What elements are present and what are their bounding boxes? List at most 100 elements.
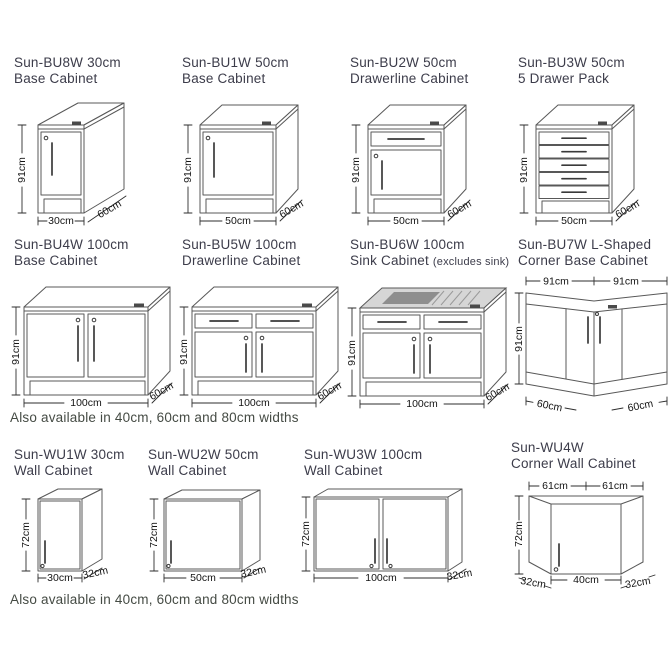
base-availability-note: Also available in 40cm, 60cm and 80cm wi… <box>10 410 299 425</box>
door-panel-left <box>362 332 421 379</box>
door-panel <box>370 149 442 196</box>
height-dimension: 91cm <box>346 307 358 397</box>
hinge-dot <box>369 563 374 569</box>
cabinet-title: Sun-BU8W 30cm Base Cabinet <box>8 55 173 87</box>
plinth <box>29 380 146 396</box>
cabinet-card-sun-bu5w: Sun-BU5W 100cm Drawerline Cabinet <box>176 237 344 411</box>
svg-text:60cm: 60cm <box>536 398 564 415</box>
sink-cabinet-100cm-drawing: 91cm 100cm 60cm <box>346 287 512 410</box>
width-dimension: 50cm <box>199 215 277 227</box>
height-dimension: 91cm <box>182 124 194 214</box>
svg-text:40cm: 40cm <box>573 574 599 586</box>
cabinet-title: Sun-WU3W 100cm Wall Cabinet <box>298 447 473 479</box>
svg-text:100cm: 100cm <box>406 398 438 410</box>
plinth <box>197 380 314 396</box>
cabinet-card-sun-bu3w: Sun-BU3W 50cm 5 Drawer Pack 91cm <box>512 55 672 229</box>
width-dimension: 100cm <box>359 398 485 410</box>
cabinet-card-sun-wu2w: Sun-WU2W 50cm Wall Cabinet 72cm 50cm 3 <box>142 447 292 591</box>
cabinet-type: Drawerline Cabinet <box>182 253 301 268</box>
brand-mark <box>302 303 312 307</box>
cabinet-code: Sun-BU4W 100cm <box>14 237 129 252</box>
svg-text:61cm: 61cm <box>602 480 628 492</box>
height-dimension: 91cm <box>518 124 530 214</box>
drawer-stack <box>538 131 610 199</box>
height-dimension: 91cm <box>10 306 22 396</box>
cabinet-title: Sun-BU6W 100cm Sink Cabinet (excludes si… <box>344 237 512 270</box>
cabinet-title: Sun-WU2W 50cm Wall Cabinet <box>142 447 292 479</box>
door-panel-left <box>315 498 380 570</box>
svg-text:72cm: 72cm <box>513 521 525 547</box>
corner-base-cabinet-drawing: 91cm 91cm 91cm <box>513 276 668 415</box>
svg-text:32cm: 32cm <box>82 564 110 581</box>
svg-text:60cm: 60cm <box>627 398 655 415</box>
door-panel <box>165 500 241 570</box>
door-panel <box>40 131 82 196</box>
brand-mark <box>72 121 81 125</box>
wall-availability-note: Also available in 40cm, 60cm and 80cm wi… <box>10 592 299 607</box>
svg-text:72cm: 72cm <box>300 521 312 547</box>
hinge-dot <box>388 563 393 569</box>
cabinet-type: Corner Wall Cabinet <box>511 456 636 471</box>
cabinet-card-sun-bu4w: Sun-BU4W 100cm Base Cabinet 91cm <box>8 237 176 411</box>
width-dimension: 100cm <box>313 572 449 584</box>
plinth <box>205 198 274 214</box>
svg-text:32cm: 32cm <box>446 567 473 583</box>
height-dimension: 91cm <box>16 124 28 214</box>
door-panel-left <box>194 331 253 378</box>
svg-text:91cm: 91cm <box>346 340 358 366</box>
cabinet-title: Sun-BU5W 100cm Drawerline Cabinet <box>176 237 344 269</box>
svg-text:50cm: 50cm <box>190 572 216 584</box>
svg-text:50cm: 50cm <box>561 215 587 227</box>
svg-text:32cm: 32cm <box>624 575 652 591</box>
svg-text:91cm: 91cm <box>350 157 362 183</box>
top-width-dimensions: 91cm 91cm <box>525 276 668 288</box>
cabinet-title: Sun-BU4W 100cm Base Cabinet <box>8 237 176 269</box>
height-dimension: 91cm <box>178 306 190 396</box>
height-dimension: 91cm <box>350 124 362 214</box>
cabinet-title: Sun-WU4W Corner Wall Cabinet <box>505 440 667 472</box>
svg-text:91cm: 91cm <box>10 339 22 365</box>
svg-text:72cm: 72cm <box>148 522 160 548</box>
sink-bowl <box>382 292 440 304</box>
base-cabinet-50cm-drawing: 91cm 50cm 60cm <box>182 104 306 227</box>
svg-text:32cm: 32cm <box>240 563 268 580</box>
cabinet-card-sun-bu6w: Sun-BU6W 100cm Sink Cabinet (excludes si… <box>344 237 512 412</box>
hinge-dot <box>411 336 417 342</box>
cabinet-type: Wall Cabinet <box>304 463 383 478</box>
cabinet-type: Sink Cabinet (excludes sink) <box>350 253 510 268</box>
hinge-dot <box>243 335 249 341</box>
base-cabinet-30cm-drawing: 91cm 30cm 60cm <box>16 102 127 227</box>
svg-text:72cm: 72cm <box>20 522 32 548</box>
cabinet-type-suffix: (excludes sink) <box>432 256 510 268</box>
cabinet-code: Sun-WU2W 50cm <box>148 447 259 462</box>
brand-mark <box>134 303 144 307</box>
cabinet-code: Sun-WU1W 30cm <box>14 447 125 462</box>
cabinet-code: Sun-BU2W 50cm <box>350 55 457 70</box>
cabinet-code: Sun-BU7W L-Shaped <box>518 237 652 252</box>
drainer-lines <box>431 290 481 306</box>
cabinet-type: Base Cabinet <box>182 71 266 86</box>
cabinet-code: Sun-WU3W 100cm <box>304 447 423 462</box>
plinth <box>373 198 442 214</box>
cabinet-type: Corner Base Cabinet <box>518 253 648 268</box>
brand-mark <box>598 121 607 125</box>
door-panel <box>39 500 81 570</box>
cabinet-card-sun-bu7w: Sun-BU7W L-Shaped Corner Base Cabinet 91… <box>512 237 672 418</box>
door-panel-right <box>87 313 146 378</box>
svg-text:91cm: 91cm <box>182 157 194 183</box>
hinge-dot <box>75 317 81 323</box>
door-panel-right <box>423 332 482 379</box>
height-dimension: 72cm <box>513 495 525 575</box>
svg-text:50cm: 50cm <box>225 215 251 227</box>
base-cabinet-100cm-drawing: 91cm 100cm 60cm <box>10 286 176 409</box>
cabinet-title: Sun-WU1W 30cm Wall Cabinet <box>8 447 143 479</box>
hinge-dot <box>205 135 211 141</box>
width-dimension: 100cm <box>191 397 317 409</box>
drawer-front-right <box>255 313 314 329</box>
svg-text:91cm: 91cm <box>543 276 569 288</box>
height-dimension: 91cm <box>513 292 525 385</box>
cabinet-title: Sun-BU1W 50cm Base Cabinet <box>176 55 341 87</box>
width-dimension: 100cm <box>23 397 149 409</box>
plinth <box>365 381 482 397</box>
cabinet-card-sun-bu8w: Sun-BU8W 30cm Base Cabinet 91cm 30cm <box>8 55 173 229</box>
